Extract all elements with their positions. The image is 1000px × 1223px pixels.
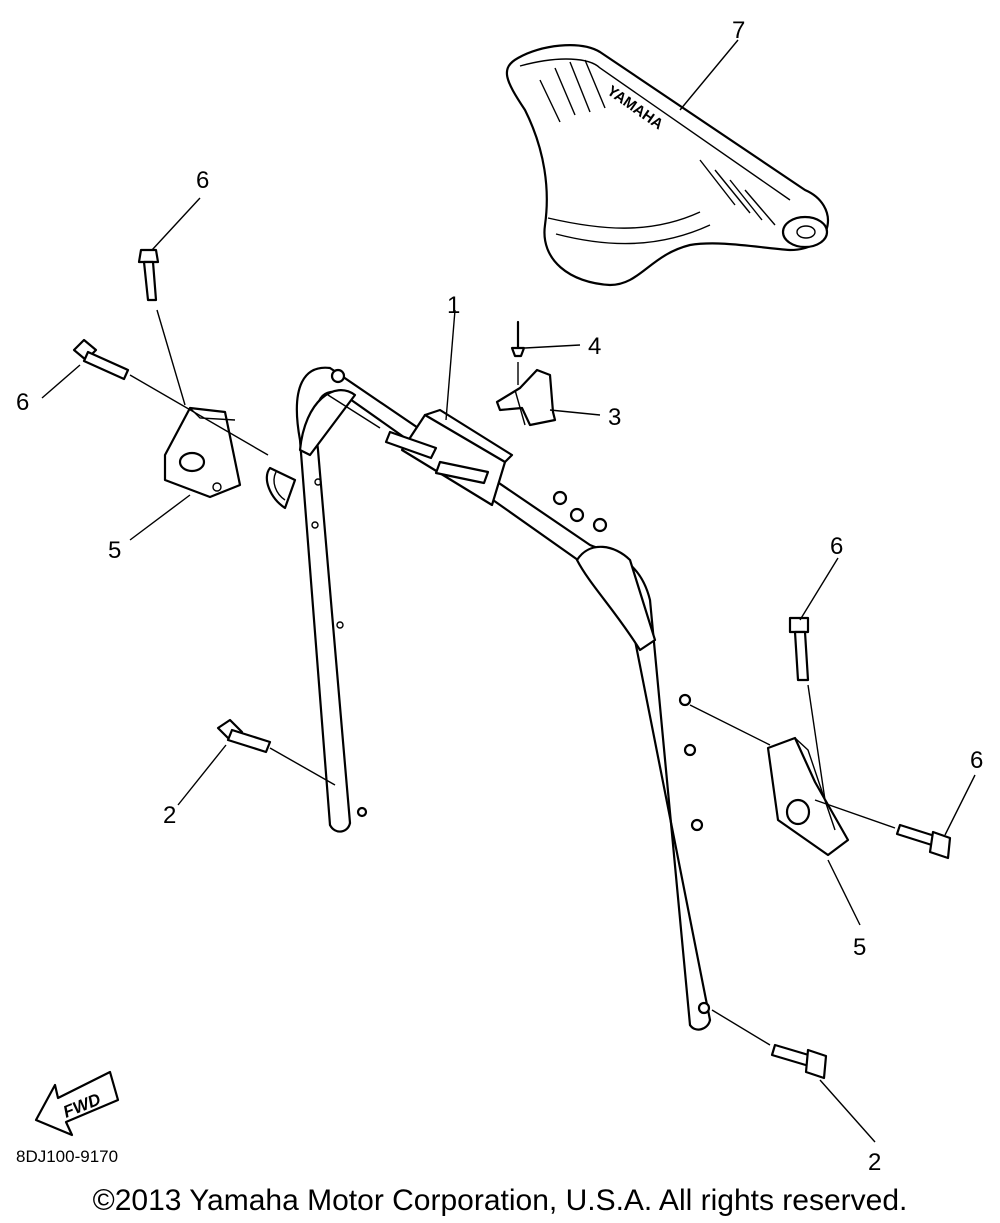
bracket-left (163, 406, 242, 499)
copyright-text: ©2013 Yamaha Motor Corporation, U.S.A. A… (93, 1184, 908, 1217)
bolt-2-right (770, 1043, 828, 1080)
bolt-6-right (895, 823, 952, 860)
callout-7: 7 (732, 17, 745, 44)
bolt-6-top-left (137, 248, 160, 302)
seat: YAMAHA (505, 44, 830, 287)
bolt-2-left (216, 718, 272, 754)
callout-6-left: 6 (16, 389, 29, 416)
callout-1: 1 (447, 292, 460, 319)
callout-4: 4 (588, 333, 601, 360)
callout-labels: 1 2 2 3 4 5 5 6 6 6 6 7 (16, 17, 983, 1176)
fwd-arrow-icon: FWD (34, 1070, 120, 1137)
callout-5-right: 5 (853, 934, 866, 961)
callout-5-left: 5 (108, 537, 121, 564)
bracket-right (766, 736, 850, 857)
callout-2-right: 2 (868, 1149, 881, 1176)
callout-6-top-left: 6 (196, 167, 209, 194)
leader-lines (41, 39, 976, 1143)
callout-6-right: 6 (970, 747, 983, 774)
bolt-6-left (72, 338, 130, 381)
handlebar-frame (265, 366, 712, 1031)
diagram-code: 8DJ100-9170 (16, 1147, 118, 1166)
callout-6-top-right: 6 (830, 533, 843, 560)
assembly-lines (129, 309, 896, 1046)
bracket-clip (495, 368, 557, 427)
rivet (510, 320, 526, 358)
callout-3: 3 (608, 404, 621, 431)
callout-2-left: 2 (163, 802, 176, 829)
bolt-6-top-right (788, 616, 810, 682)
